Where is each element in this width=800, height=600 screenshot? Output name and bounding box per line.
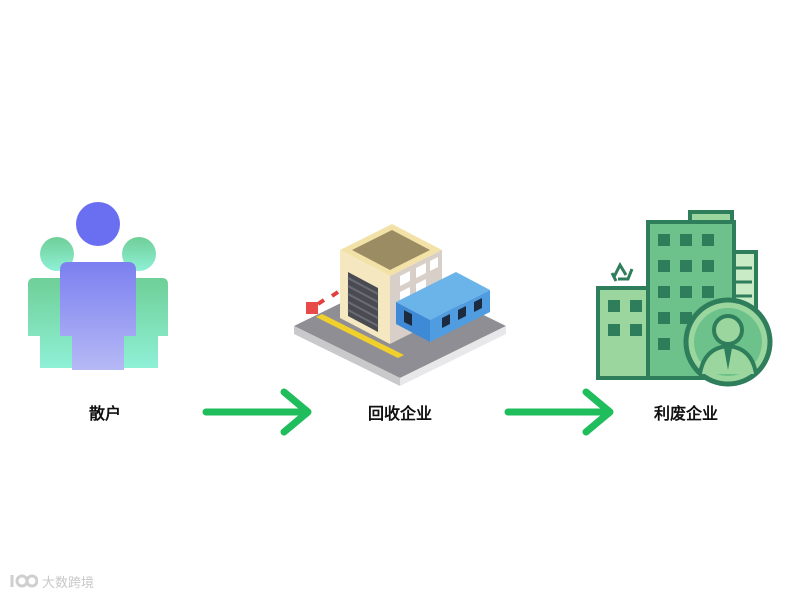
recycle-icon [610, 261, 634, 282]
people-group-icon [28, 202, 168, 370]
node-label-retail: 散户 [88, 404, 121, 423]
watermark-text: 大数跨境 [42, 575, 95, 591]
people-group-node [26, 200, 172, 372]
arrow-1 [202, 388, 312, 436]
arrow-2 [504, 388, 614, 436]
enterprise-building-node [594, 208, 778, 392]
recycling-factory-node [292, 214, 508, 386]
node-label-recycler: 回收企业 [367, 404, 432, 423]
watermark-logo-icon [10, 574, 38, 588]
node-label-utilizer: 利废企业 [653, 404, 718, 423]
recycling-factory-icon [294, 224, 506, 386]
green-enterprise-building-icon [596, 210, 773, 387]
watermark: 大数跨境 [8, 571, 94, 591]
